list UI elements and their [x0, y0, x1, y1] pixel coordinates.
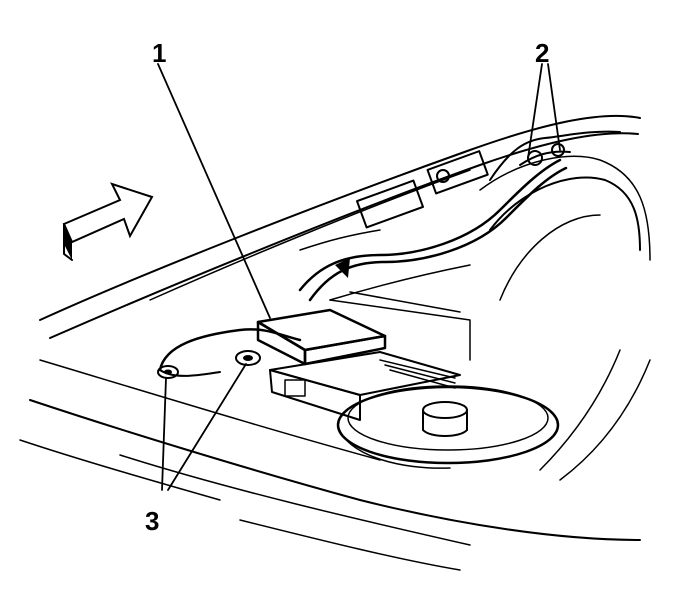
callout-2-label: 2 — [535, 38, 549, 68]
leader-lines — [157, 63, 561, 491]
fasteners — [157, 350, 261, 379]
module-assembly — [256, 291, 471, 421]
wiring-harness — [158, 130, 621, 377]
direction-arrow-icon — [62, 182, 154, 261]
vehicle-body-panels — [19, 114, 651, 571]
spare-tire-cover — [336, 385, 560, 469]
callout-1-label: 1 — [152, 38, 166, 68]
callout-3-label: 3 — [145, 506, 159, 536]
